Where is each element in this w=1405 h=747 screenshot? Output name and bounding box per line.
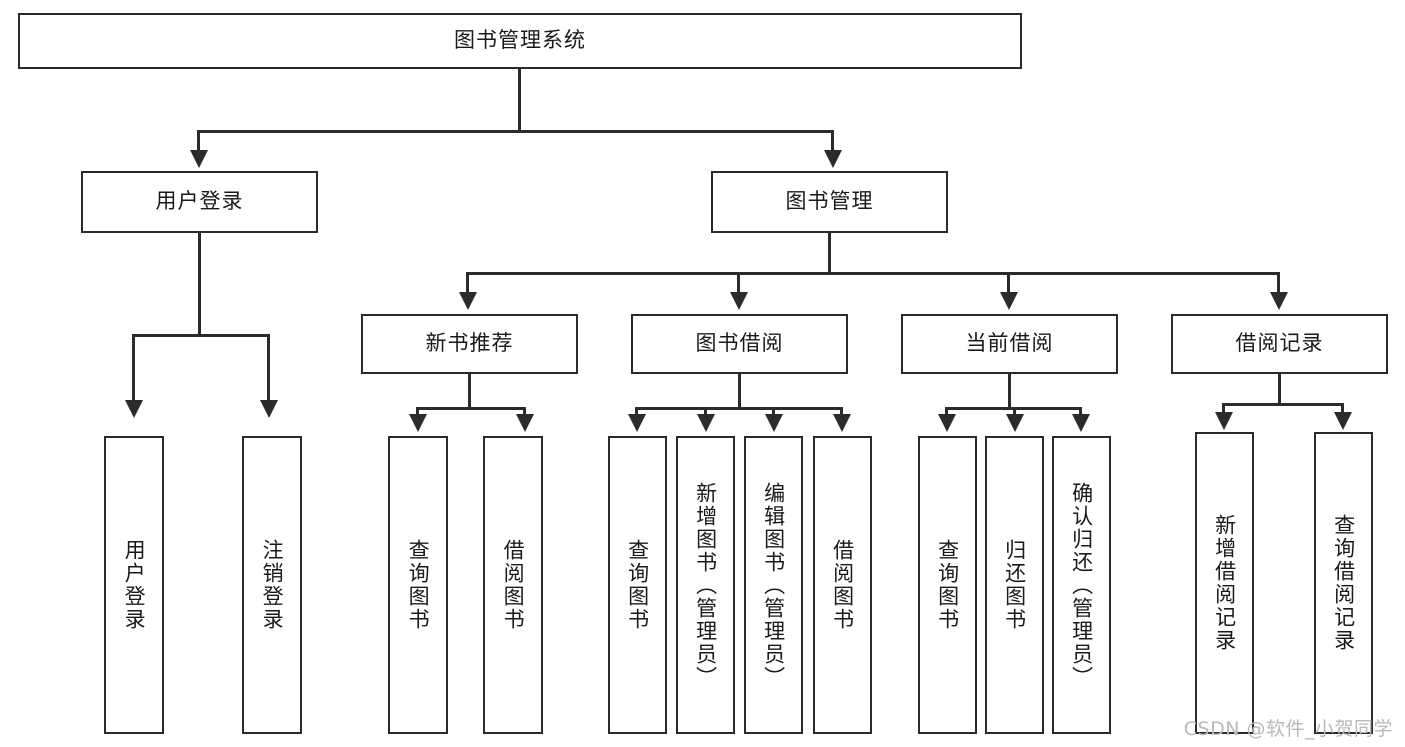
edge-current-borrow-stem (1008, 374, 1011, 410)
arrow-root-to-user-login (190, 150, 208, 168)
edge-user-login-stem (198, 233, 201, 336)
edge-book-manage-drop-2 (737, 272, 740, 294)
leaf-return-book[interactable]: 归还图书 (985, 436, 1044, 734)
edge-nbr-drop-2 (523, 407, 526, 419)
leaf-query-book-1-label: 查询图书 (406, 539, 431, 631)
edge-borrow-record-stem (1278, 374, 1281, 405)
node-borrow-record[interactable]: 借阅记录 (1171, 314, 1388, 374)
edge-bb-drop-2 (704, 407, 707, 419)
arrow-cb-leaf-1 (938, 414, 956, 432)
arrow-user-login-leaf-1 (125, 400, 143, 418)
leaf-edit-book[interactable]: 编辑图书（管理员） (744, 436, 803, 734)
edge-book-manage-drop-3 (1007, 272, 1010, 294)
watermark: CSDN @软件_小贺同学 (1183, 718, 1393, 740)
node-user-login[interactable]: 用户登录 (81, 171, 318, 233)
edge-root-bus (197, 130, 834, 133)
arrow-bb-leaf-4 (833, 414, 851, 432)
leaf-add-record[interactable]: 新增借阅记录 (1195, 432, 1254, 734)
arrow-bb-leaf-2 (697, 414, 715, 432)
node-current-borrow[interactable]: 当前借阅 (901, 314, 1118, 374)
node-book-manage-label: 图书管理 (785, 189, 874, 214)
arrow-user-login-leaf-2 (260, 400, 278, 418)
leaf-user-logout[interactable]: 注销登录 (242, 436, 302, 734)
edge-root-stem (518, 69, 521, 132)
node-new-book-recommend[interactable]: 新书推荐 (361, 314, 578, 374)
leaf-query-book-3-label: 查询图书 (935, 539, 960, 631)
leaf-borrow-book-2[interactable]: 借阅图书 (813, 436, 872, 734)
arrow-bb-leaf-1 (628, 414, 646, 432)
arrow-root-to-book-manage (824, 150, 842, 168)
leaf-user-logout-label: 注销登录 (260, 539, 285, 631)
edge-new-book-recommend-bus (416, 407, 526, 410)
arrow-bb-leaf-3 (765, 414, 783, 432)
node-current-borrow-label: 当前借阅 (965, 331, 1054, 356)
edge-book-manage-bus (466, 272, 1280, 275)
leaf-query-book-1[interactable]: 查询图书 (388, 436, 448, 734)
leaf-confirm-return-label: 确认归还（管理员） (1069, 481, 1094, 689)
edge-bb-drop-4 (840, 407, 843, 419)
node-borrow-record-label: 借阅记录 (1235, 331, 1324, 356)
leaf-borrow-book-1[interactable]: 借阅图书 (483, 436, 543, 734)
leaf-return-book-label: 归还图书 (1002, 539, 1027, 631)
leaf-add-book-label: 新增图书（管理员） (693, 481, 718, 689)
node-root[interactable]: 图书管理系统 (18, 13, 1022, 69)
edge-root-to-user-login (197, 130, 200, 152)
edge-bb-drop-1 (635, 407, 638, 419)
edge-br-drop-2 (1341, 403, 1344, 417)
edge-br-drop-1 (1222, 403, 1225, 417)
arrow-br-leaf-1 (1215, 412, 1233, 430)
edge-root-to-book-manage (831, 130, 834, 152)
arrow-cb-leaf-3 (1072, 414, 1090, 432)
edge-cb-drop-3 (1079, 407, 1082, 419)
edge-book-borrow-bus (635, 407, 843, 410)
edge-book-manage-stem (828, 233, 831, 275)
leaf-add-book[interactable]: 新增图书（管理员） (676, 436, 735, 734)
edge-book-borrow-stem (738, 374, 741, 410)
leaf-query-book-2-label: 查询图书 (625, 539, 650, 631)
leaf-add-record-label: 新增借阅记录 (1212, 514, 1237, 652)
node-root-label: 图书管理系统 (454, 28, 586, 53)
arrow-book-manage-child-4 (1270, 292, 1288, 310)
leaf-confirm-return[interactable]: 确认归还（管理员） (1052, 436, 1111, 734)
node-new-book-recommend-label: 新书推荐 (425, 331, 514, 356)
arrow-book-manage-child-3 (1000, 292, 1018, 310)
leaf-borrow-book-1-label: 借阅图书 (501, 539, 526, 631)
leaf-edit-book-label: 编辑图书（管理员） (761, 481, 786, 689)
leaf-query-book-3[interactable]: 查询图书 (918, 436, 977, 734)
leaf-user-login[interactable]: 用户登录 (104, 436, 164, 734)
node-book-borrow-label: 图书借阅 (695, 331, 784, 356)
edge-book-manage-drop-1 (466, 272, 469, 294)
arrow-cb-leaf-2 (1006, 414, 1024, 432)
edge-user-login-drop-1 (132, 334, 135, 402)
node-book-borrow[interactable]: 图书借阅 (631, 314, 848, 374)
leaf-borrow-book-2-label: 借阅图书 (830, 539, 855, 631)
arrow-book-manage-child-1 (459, 292, 477, 310)
edge-cb-drop-2 (1013, 407, 1016, 419)
edge-user-login-drop-2 (267, 334, 270, 402)
edge-bb-drop-3 (772, 407, 775, 419)
edge-nbr-drop-1 (416, 407, 419, 419)
arrow-nbr-leaf-1 (409, 414, 427, 432)
arrow-nbr-leaf-2 (516, 414, 534, 432)
edge-new-book-recommend-stem (468, 374, 471, 410)
leaf-query-book-2[interactable]: 查询图书 (608, 436, 667, 734)
edge-user-login-bus (132, 334, 270, 337)
leaf-user-login-label: 用户登录 (122, 539, 147, 631)
node-user-login-label: 用户登录 (155, 189, 244, 214)
edge-book-manage-drop-4 (1277, 272, 1280, 294)
edge-borrow-record-bus (1222, 403, 1344, 406)
edge-cb-drop-1 (945, 407, 948, 419)
arrow-book-manage-child-2 (730, 292, 748, 310)
leaf-query-record[interactable]: 查询借阅记录 (1314, 432, 1373, 734)
leaf-query-record-label: 查询借阅记录 (1331, 514, 1356, 652)
node-book-manage[interactable]: 图书管理 (711, 171, 948, 233)
arrow-br-leaf-2 (1334, 412, 1352, 430)
